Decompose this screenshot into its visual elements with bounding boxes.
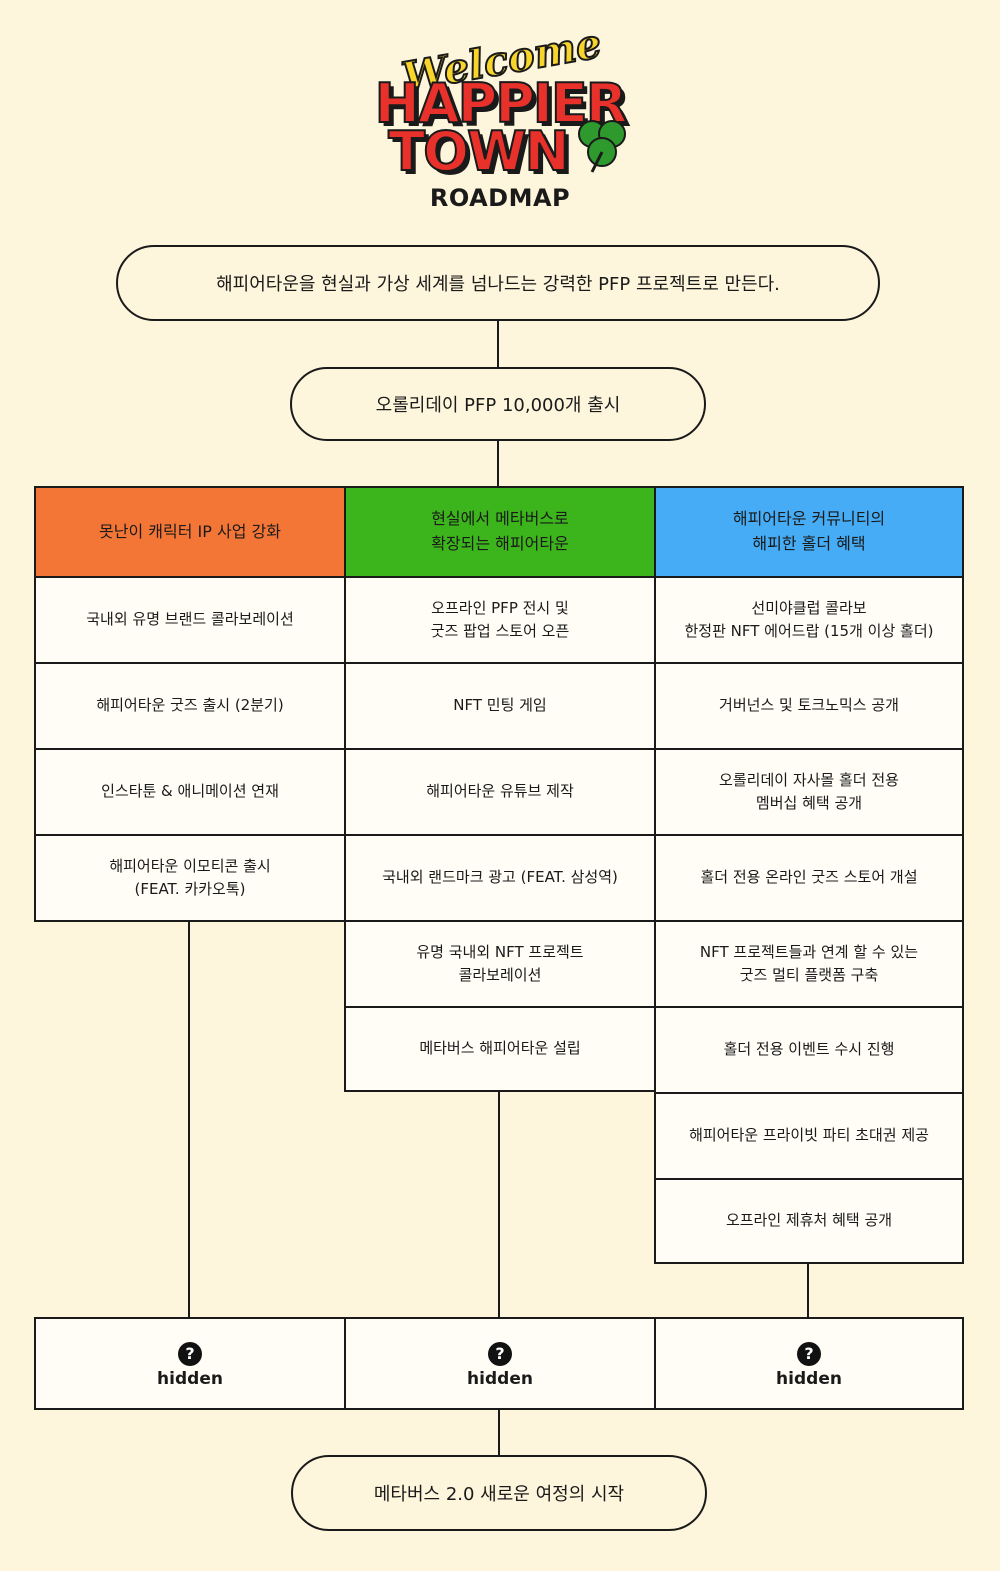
connector-line (497, 321, 499, 367)
roadmap-item: NFT 민팅 게임 (344, 662, 656, 750)
question-mark-icon: ? (797, 1342, 821, 1367)
roadmap-item: 인스타툰 & 애니메이션 연재 (34, 748, 346, 836)
roadmap-item: 국내외 랜드마크 광고 (FEAT. 삼성역) (344, 834, 656, 922)
connector-line (497, 441, 499, 487)
connector-line (807, 1262, 809, 1318)
column-header-community: 해피어타운 커뮤니티의 해피한 홀더 혜택 (654, 486, 964, 578)
hidden-label: hidden (467, 1369, 533, 1390)
roadmap-item: 해피어타운 유튜브 제작 (344, 748, 656, 836)
logo-town-shadow: TOWN (392, 124, 572, 187)
question-mark-icon: ? (488, 1342, 512, 1367)
question-mark-icon: ? (178, 1342, 202, 1367)
roadmap-item: 오프라인 PFP 전시 및 굿즈 팝업 스토어 오픈 (344, 576, 656, 664)
top-goal-pill: 해피어타운을 현실과 가상 세계를 넘나드는 강력한 PFP 프로젝트로 만든다… (116, 245, 880, 321)
launch-pill: 오롤리데이 PFP 10,000개 출시 (290, 367, 706, 441)
logo-town-text: TOWN (388, 120, 568, 183)
hidden-milestone: ? hidden (34, 1317, 346, 1410)
hidden-milestone: ? hidden (344, 1317, 656, 1410)
clover-icon (578, 120, 626, 173)
roadmap-item: 메타버스 해피어타운 설립 (344, 1006, 656, 1092)
connector-line (188, 920, 190, 1318)
logo-artwork: Welcome HAPPIER HAPPIER TOWN TOWN (374, 19, 633, 187)
hidden-label: hidden (157, 1369, 223, 1390)
column-header-metaverse: 현실에서 메타버스로 확장되는 해피어타운 (344, 486, 656, 578)
hidden-milestone: ? hidden (654, 1317, 964, 1410)
hidden-label: hidden (776, 1369, 842, 1390)
connector-line (498, 1410, 500, 1456)
final-goal-pill: 메타버스 2.0 새로운 여정의 시작 (291, 1455, 707, 1531)
roadmap-item: 오프라인 제휴처 혜택 공개 (654, 1178, 964, 1264)
roadmap-item: 거버넌스 및 토크노믹스 공개 (654, 662, 964, 750)
connector-line (498, 1090, 500, 1318)
roadmap-item: 해피어타운 굿즈 출시 (2분기) (34, 662, 346, 750)
roadmap-item: 국내외 유명 브랜드 콜라보레이션 (34, 576, 346, 664)
happier-town-logo: Welcome HAPPIER HAPPIER TOWN TOWN ROADMA… (340, 19, 660, 222)
roadmap-title: ROADMAP (429, 184, 571, 212)
roadmap-item: NFT 프로젝트들과 연계 할 수 있는 굿즈 멀티 플랫폼 구축 (654, 920, 964, 1008)
roadmap-item: 해피어타운 프라이빗 파티 초대권 제공 (654, 1092, 964, 1180)
roadmap-item: 오롤리데이 자사몰 홀더 전용 멤버십 혜택 공개 (654, 748, 964, 836)
column-header-ip: 못난이 캐릭터 IP 사업 강화 (34, 486, 346, 578)
roadmap-item: 유명 국내외 NFT 프로젝트 콜라보레이션 (344, 920, 656, 1008)
roadmap-item: 홀더 전용 온라인 굿즈 스토어 개설 (654, 834, 964, 922)
roadmap-item: 해피어타운 이모티콘 출시 (FEAT. 카카오톡) (34, 834, 346, 922)
roadmap-item: 홀더 전용 이벤트 수시 진행 (654, 1006, 964, 1094)
roadmap-item: 선미야클럽 콜라보 한정판 NFT 에어드랍 (15개 이상 홀더) (654, 576, 964, 664)
